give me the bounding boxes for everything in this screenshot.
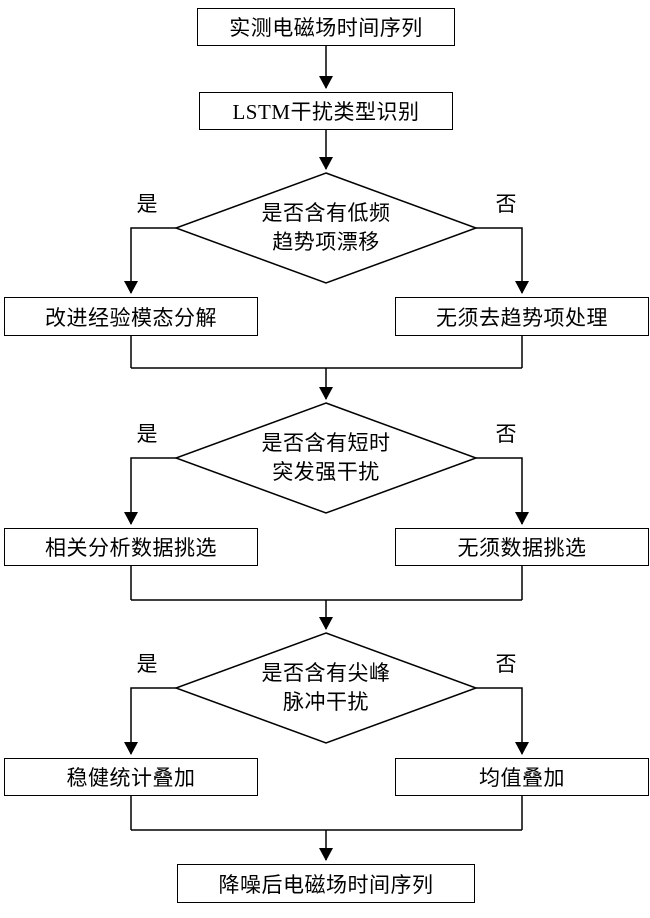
decision3-diamond-shape — [173, 632, 479, 744]
node-end: 降噪后电磁场时间序列 — [177, 864, 475, 903]
node-start-label: 实测电磁场时间序列 — [229, 16, 423, 40]
edge-decision1-yes — [124, 227, 176, 294]
decision3-no-label: 否 — [495, 652, 517, 676]
decision2-diamond-shape — [173, 402, 479, 514]
decision1-yes-label: 是 — [136, 192, 158, 216]
node-start: 实测电磁场时间序列 — [197, 8, 455, 46]
decision1-diamond-shape — [173, 172, 479, 284]
node-decision1-yes-branch: 改进经验模态分解 — [4, 297, 258, 336]
edge-decision3-no — [476, 687, 529, 755]
edge-merge1 — [130, 336, 523, 369]
decision2-line2: 突发强干扰 — [272, 460, 380, 484]
edge-decision3-yes — [124, 687, 176, 755]
decision2-no-label: 否 — [495, 422, 517, 446]
node-decision2-yes-branch: 相关分析数据挑选 — [4, 528, 258, 566]
decision2-line1: 是否含有短时 — [261, 430, 391, 455]
edge-merge2 — [130, 566, 523, 601]
node-decision2-no-branch: 无须数据挑选 — [395, 528, 649, 566]
node-lstm: LSTM干扰类型识别 — [199, 92, 453, 130]
node-end-label: 降噪后电磁场时间序列 — [218, 872, 434, 897]
decision1-no-label: 否 — [495, 192, 517, 216]
node-decision3-yes-branch: 稳健统计叠加 — [4, 758, 258, 796]
node-lstm-label: LSTM干扰类型识别 — [232, 100, 420, 124]
node-decision1-no-label: 无须去趋势项处理 — [436, 305, 608, 330]
edge-decision1-no — [476, 227, 529, 294]
decision3-yes-label: 是 — [136, 652, 158, 676]
node-decision1-no-branch: 无须去趋势项处理 — [395, 297, 649, 336]
edge-decision2-no — [476, 457, 529, 525]
decision3-line2: 脉冲干扰 — [283, 690, 369, 714]
decision3-text: 是否含有尖峰 脉冲干扰 — [226, 656, 426, 720]
node-decision3-yes-label: 稳健统计叠加 — [66, 766, 196, 790]
decision3-line1: 是否含有尖峰 — [261, 660, 391, 685]
node-decision3-no-label: 均值叠加 — [479, 766, 565, 790]
node-decision3-no-branch: 均值叠加 — [395, 758, 649, 796]
decision1-line2: 趋势项漂移 — [272, 230, 380, 254]
node-decision1-yes-label: 改进经验模态分解 — [45, 305, 217, 330]
decision2-text: 是否含有短时 突发强干扰 — [226, 426, 426, 490]
decision1-text: 是否含有低频 趋势项漂移 — [226, 196, 426, 260]
edge-decision2-yes — [124, 457, 176, 525]
edge-merge3 — [130, 796, 523, 831]
node-decision2-yes-label: 相关分析数据挑选 — [45, 536, 217, 560]
node-decision2-no-label: 无须数据挑选 — [457, 536, 587, 560]
decision2-yes-label: 是 — [136, 422, 158, 446]
decision1-line1: 是否含有低频 — [261, 200, 391, 225]
